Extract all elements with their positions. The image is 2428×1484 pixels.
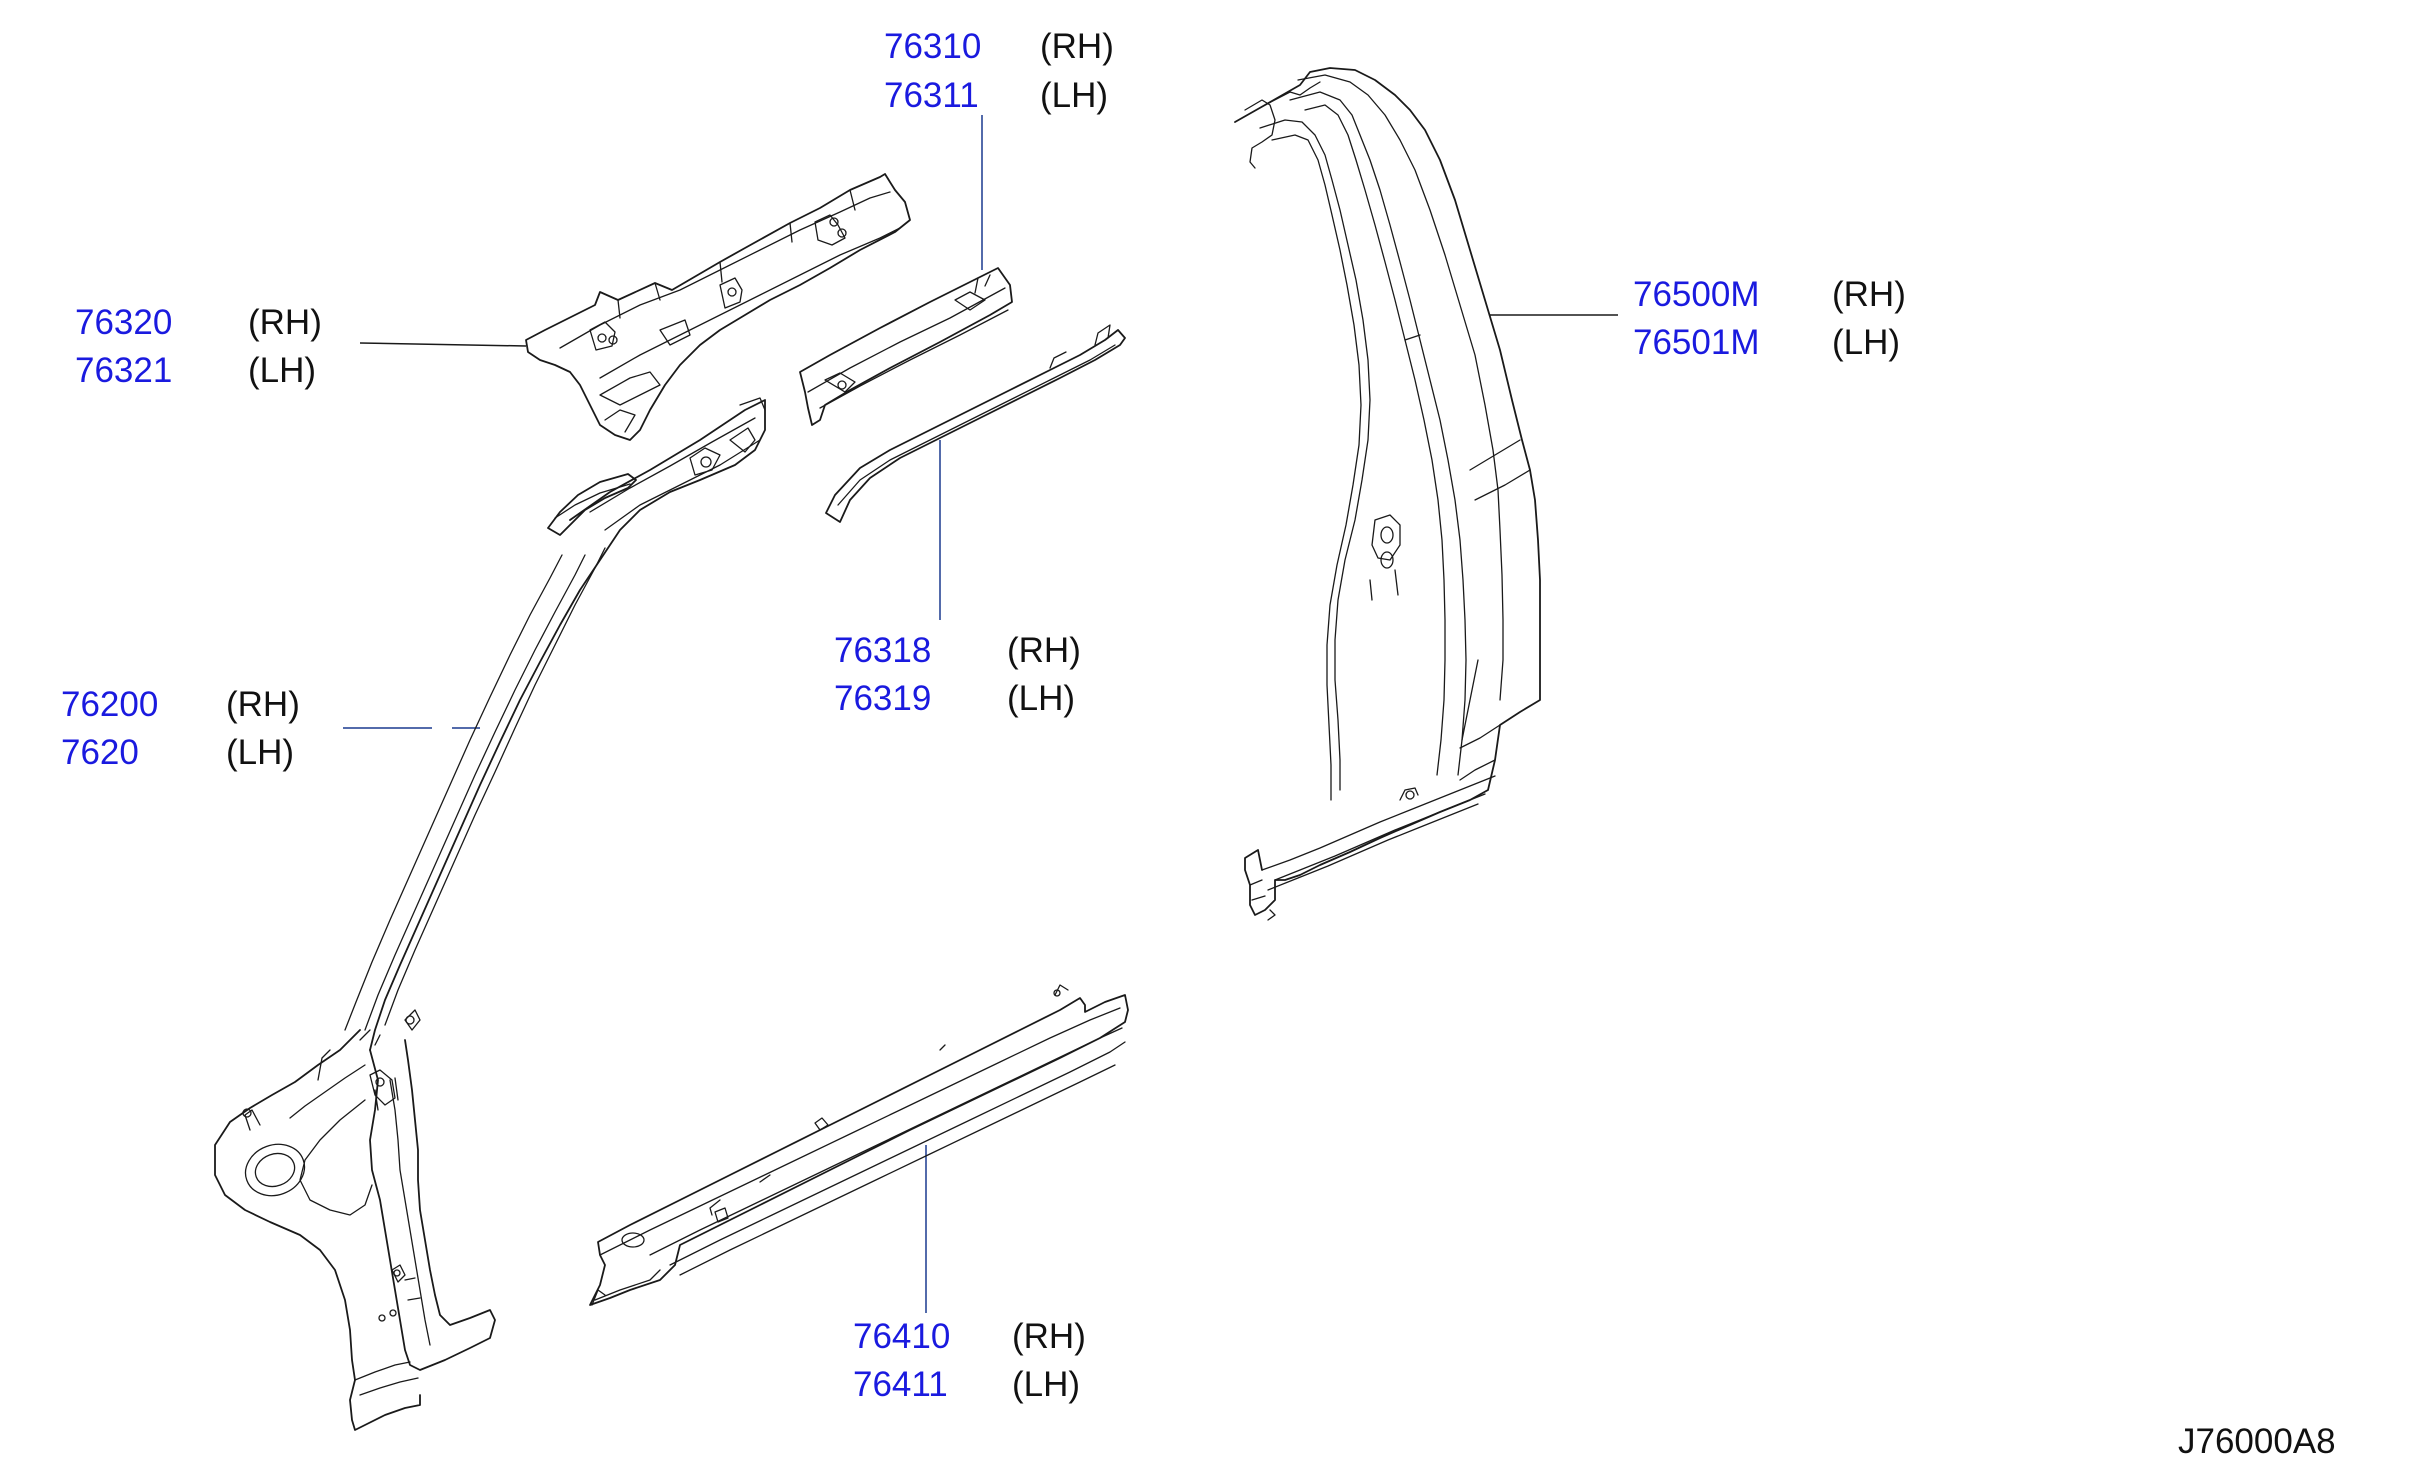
side-rh: (RH) xyxy=(248,303,322,342)
callout-76500m: 76500M (RH) 76501M (LH) xyxy=(1633,275,1906,362)
figure-id: J76000A8 xyxy=(2178,1422,2336,1461)
side-lh: (LH) xyxy=(248,351,316,390)
side-lh: (LH) xyxy=(226,733,294,772)
part-sill-outer[interactable] xyxy=(589,984,1129,1306)
part-number-rh[interactable]: 76500M xyxy=(1633,275,1759,314)
part-number-rh[interactable]: 76310 xyxy=(884,27,981,66)
leader-76320 xyxy=(359,342,527,347)
side-lh: (LH) xyxy=(1012,1365,1080,1404)
callout-76310: 76310 (RH) 76311 (LH) xyxy=(884,27,1114,115)
side-rh: (RH) xyxy=(1040,27,1114,66)
part-number-lh[interactable]: 76311 xyxy=(884,76,979,115)
part-roof-side-rail-reinforcement[interactable] xyxy=(825,324,1126,523)
callout-76320: 76320 (RH) 76321 (LH) xyxy=(75,303,322,390)
callout-76410: 76410 (RH) 76411 (LH) xyxy=(853,1317,1086,1404)
part-number-lh[interactable]: 76321 xyxy=(75,351,172,390)
part-number-lh[interactable]: 76319 xyxy=(834,679,931,718)
side-lh: (LH) xyxy=(1040,76,1108,115)
callout-76318: 76318 (RH) 76319 (LH) xyxy=(834,631,1081,718)
part-roof-side-rail-inner[interactable] xyxy=(799,267,1013,426)
part-number-rh[interactable]: 76320 xyxy=(75,303,172,342)
side-rh: (RH) xyxy=(226,685,300,724)
side-rh: (RH) xyxy=(1007,631,1081,670)
part-number-rh[interactable]: 76318 xyxy=(834,631,931,670)
side-lh: (LH) xyxy=(1007,679,1075,718)
part-number-rh[interactable]: 76200 xyxy=(61,685,158,724)
leader-lines xyxy=(343,115,1618,1313)
part-front-pillar-body-side[interactable] xyxy=(214,397,766,1431)
part-front-pillar-upper-reinforcement[interactable] xyxy=(525,173,911,441)
part-number-lh[interactable]: 76411 xyxy=(853,1365,948,1404)
part-number-lh[interactable]: 76501M xyxy=(1633,323,1759,362)
part-number-rh[interactable]: 76410 xyxy=(853,1317,950,1356)
part-number-lh[interactable]: 7620 xyxy=(61,733,139,772)
side-lh: (LH) xyxy=(1832,323,1900,362)
side-rh: (RH) xyxy=(1012,1317,1086,1356)
part-center-pillar[interactable] xyxy=(1234,67,1541,921)
side-rh: (RH) xyxy=(1832,275,1906,314)
callout-76200: 76200 (RH) 7620 (LH) xyxy=(61,685,300,772)
